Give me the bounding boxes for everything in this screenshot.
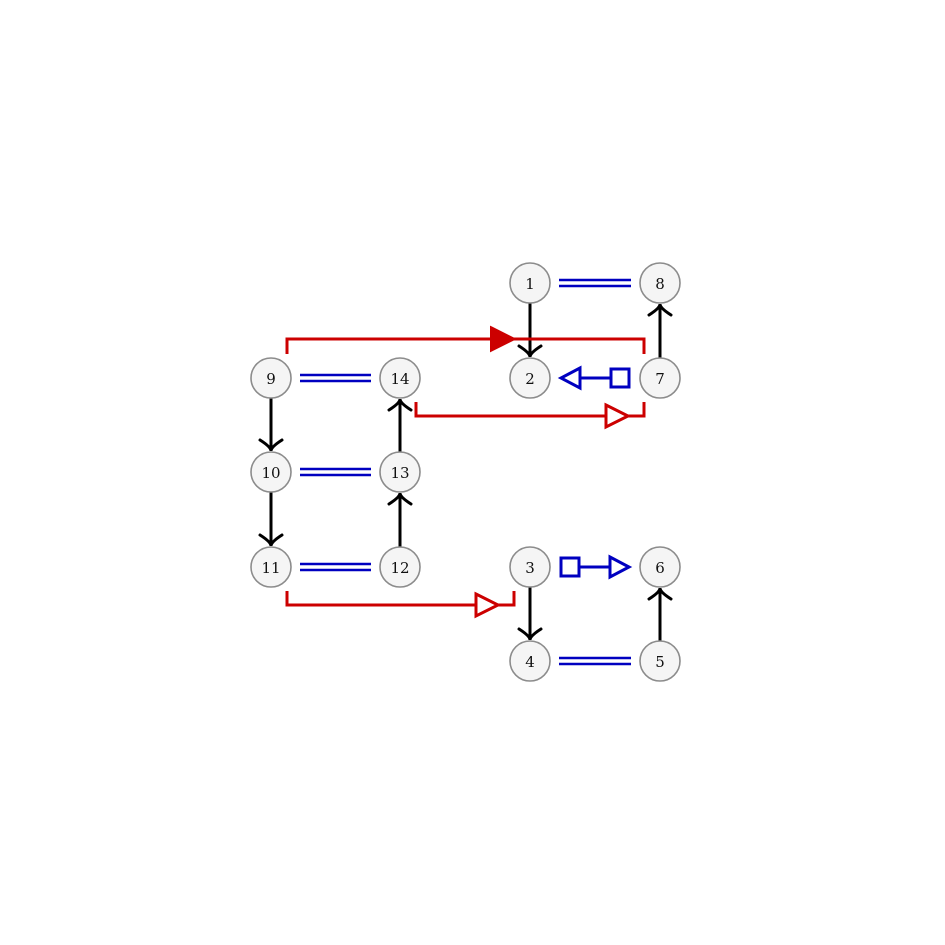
black-arrow-10-11 (258, 492, 284, 547)
node-3: 3 (509, 546, 551, 588)
black-arrow-9-10 (258, 398, 284, 452)
blue-double-line-11-12 (300, 562, 371, 572)
node-label: 8 (655, 275, 665, 293)
blue-double-line-9-14 (300, 373, 371, 383)
node-circle (509, 262, 551, 304)
black-arrow-7-8 (647, 303, 673, 358)
node-circle (250, 451, 292, 493)
black-arrow-12-13 (387, 492, 413, 547)
blue-square-arrow-7-2 (557, 365, 631, 391)
node-11: 11 (250, 546, 292, 588)
arrowhead-3-4 (517, 627, 543, 641)
arrowhead-12-13 (387, 492, 413, 506)
node-label: 9 (266, 370, 276, 388)
node-6: 6 (639, 546, 681, 588)
node-13: 13 (379, 451, 421, 493)
node-label: 11 (261, 559, 280, 577)
blue-double-line-4-5 (559, 656, 631, 666)
arrowhead-5-6 (647, 587, 673, 601)
open-triangle-head (557, 365, 582, 391)
node-circle (639, 357, 681, 399)
red-bracket-11-3 (285, 591, 516, 619)
node-circle (509, 357, 551, 399)
node-label: 13 (390, 464, 409, 482)
node-label: 3 (525, 559, 535, 577)
node-label: 1 (525, 275, 535, 293)
node-14: 14 (379, 357, 421, 399)
node-label: 14 (390, 370, 409, 388)
blue-double-line-10-13 (300, 467, 371, 477)
node-label: 6 (655, 559, 665, 577)
node-circle (379, 451, 421, 493)
arrowhead-10-11 (258, 533, 284, 547)
open-triangle-head (474, 591, 502, 619)
filled-triangle-head (490, 325, 517, 353)
arrowhead-13-14 (387, 398, 413, 412)
node-label: 10 (261, 464, 280, 482)
node-circle (379, 546, 421, 588)
node-label: 12 (390, 559, 409, 577)
node-10: 10 (250, 451, 292, 493)
node-circle (639, 262, 681, 304)
node-circle (509, 640, 551, 682)
open-triangle-head (608, 554, 633, 580)
node-circle (379, 357, 421, 399)
square-tail (609, 367, 631, 389)
node-label: 2 (525, 370, 535, 388)
node-4: 4 (509, 640, 551, 682)
node-circle (639, 640, 681, 682)
node-8: 8 (639, 262, 681, 304)
blue-double-line-1-8 (559, 278, 631, 288)
red-bracket-9-7 (285, 325, 646, 354)
node-circle (639, 546, 681, 588)
node-5: 5 (639, 640, 681, 682)
square-tail (559, 556, 581, 578)
node-7: 7 (639, 357, 681, 399)
node-label: 7 (655, 370, 665, 388)
edges-layer (258, 278, 673, 666)
open-triangle-head (604, 402, 632, 430)
node-circle (509, 546, 551, 588)
node-circle (250, 357, 292, 399)
node-12: 12 (379, 546, 421, 588)
node-9: 9 (250, 357, 292, 399)
node-label: 4 (525, 653, 535, 671)
arrowhead-1-2 (517, 344, 543, 358)
arrowhead-9-10 (258, 438, 284, 452)
node-label: 5 (655, 653, 665, 671)
black-arrow-5-6 (647, 587, 673, 641)
node-2: 2 (509, 357, 551, 399)
red-bracket-14-7 (414, 402, 646, 430)
black-arrow-13-14 (387, 398, 413, 452)
node-circle (250, 546, 292, 588)
blue-square-arrow-3-6 (559, 554, 633, 580)
black-arrow-1-2 (517, 303, 543, 358)
arrowhead-7-8 (647, 303, 673, 317)
node-1: 1 (509, 262, 551, 304)
black-arrow-3-4 (517, 587, 543, 641)
